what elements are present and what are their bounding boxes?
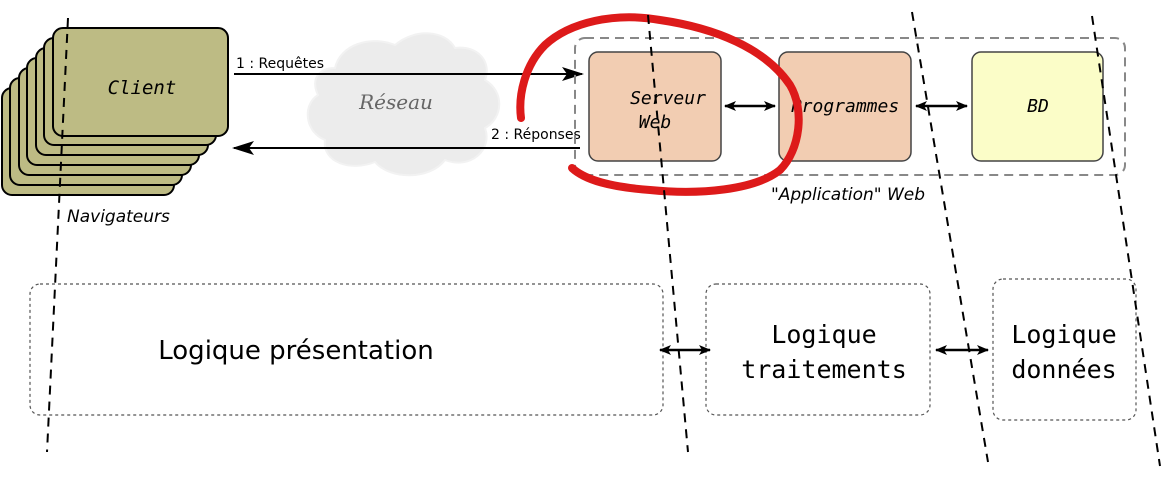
separator-1 (46, 17, 69, 453)
processing-tier-label-line1: Logique (771, 320, 876, 349)
requests-label: 1 : Requêtes (236, 56, 324, 72)
database-label: BD (1027, 96, 1049, 117)
programs-box (778, 51, 912, 162)
highlight-circle (516, 13, 803, 196)
client-box (52, 27, 229, 137)
web-application-container (574, 37, 1126, 176)
responses-label: 2 : Réponses (491, 127, 581, 143)
web-server-label-line2: Web (639, 112, 672, 133)
navigators-caption: Navigateurs (67, 207, 170, 227)
presentation-tier-label: Logique présentation (158, 336, 433, 366)
database-box (971, 51, 1104, 162)
tier-separators (46, 11, 1161, 467)
processing-tier-box (705, 283, 931, 416)
client-label: Client (108, 77, 177, 99)
web-server-label-line1: Serveur (630, 88, 706, 109)
web-application-caption: "Application" Web (771, 185, 925, 205)
processing-tier-label-line2: traitements (741, 355, 907, 384)
separator-3 (911, 11, 989, 463)
client-stack (1, 27, 229, 196)
network-label: Réseau (358, 90, 433, 114)
programs-label: Programmes (791, 96, 899, 117)
data-tier-box (992, 278, 1137, 421)
network-cloud (306, 32, 501, 177)
web-server-box (588, 51, 722, 162)
data-tier-label-line1: Logique (1011, 320, 1116, 349)
separator-4 (1091, 15, 1161, 467)
data-tier-label-line2: données (1011, 355, 1116, 384)
